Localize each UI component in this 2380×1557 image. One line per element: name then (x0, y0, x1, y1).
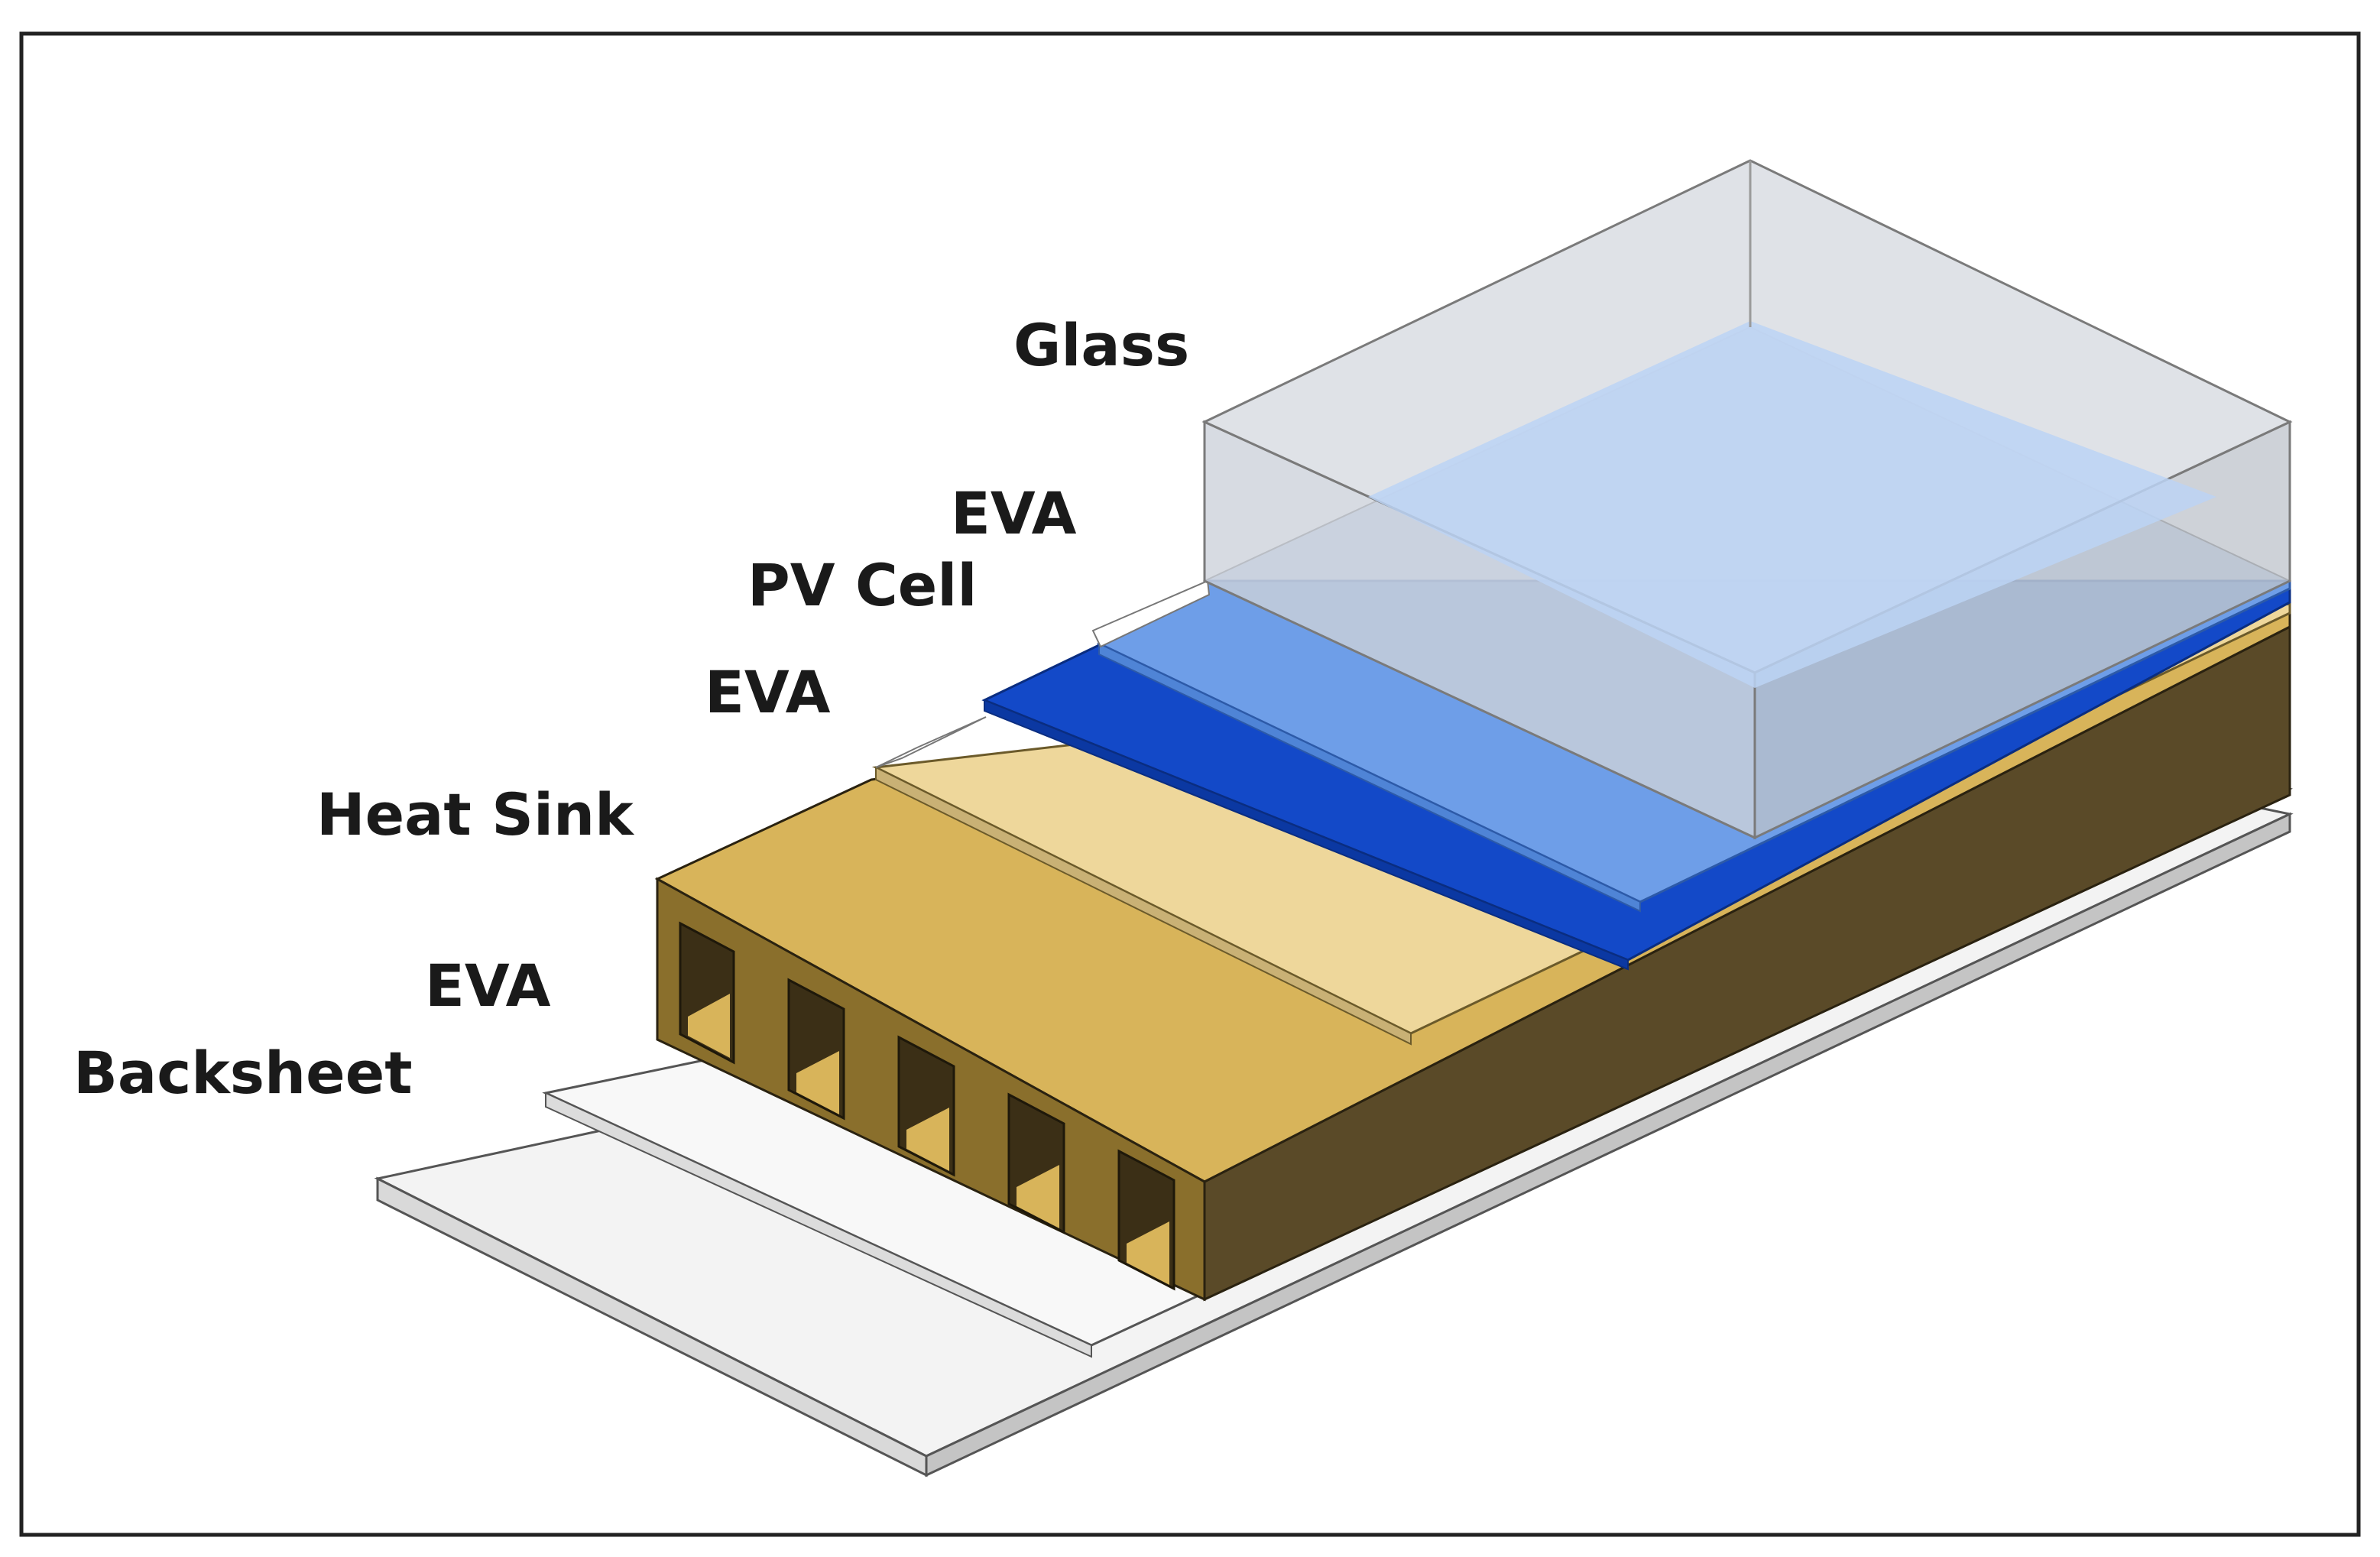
heat-sink-channel (679, 921, 735, 1065)
heat-sink-channel (1117, 1149, 1175, 1291)
label-eva-top: EVA (951, 479, 1077, 547)
eva-top-front-face (1098, 642, 1641, 913)
pv-cell-front-face (984, 699, 1629, 971)
glass-layer (1201, 159, 2293, 840)
glass-inner-highlight (1368, 321, 2216, 688)
label-heat-sink: Heat Sink (316, 780, 634, 848)
backsheet-side-face (925, 812, 2291, 1478)
heat-sink-channel (897, 1035, 955, 1177)
label-pv-cell: PV Cell (747, 551, 977, 619)
heat-sink-channel (787, 978, 845, 1121)
label-backsheet: Backsheet (73, 1039, 413, 1107)
label-eva-middle: EVA (705, 658, 831, 726)
heat-sink-channels (679, 921, 1175, 1291)
heat-sink-channel (1007, 1092, 1065, 1234)
label-glass: Glass (1013, 311, 1189, 379)
eva-bottom-front-face (545, 1092, 1092, 1358)
eva-top-back-strip (1091, 579, 1211, 648)
eva-middle-front-face (875, 766, 1412, 1046)
label-eva-bottom: EVA (425, 952, 551, 1020)
eva-middle-back-strip (875, 716, 987, 768)
